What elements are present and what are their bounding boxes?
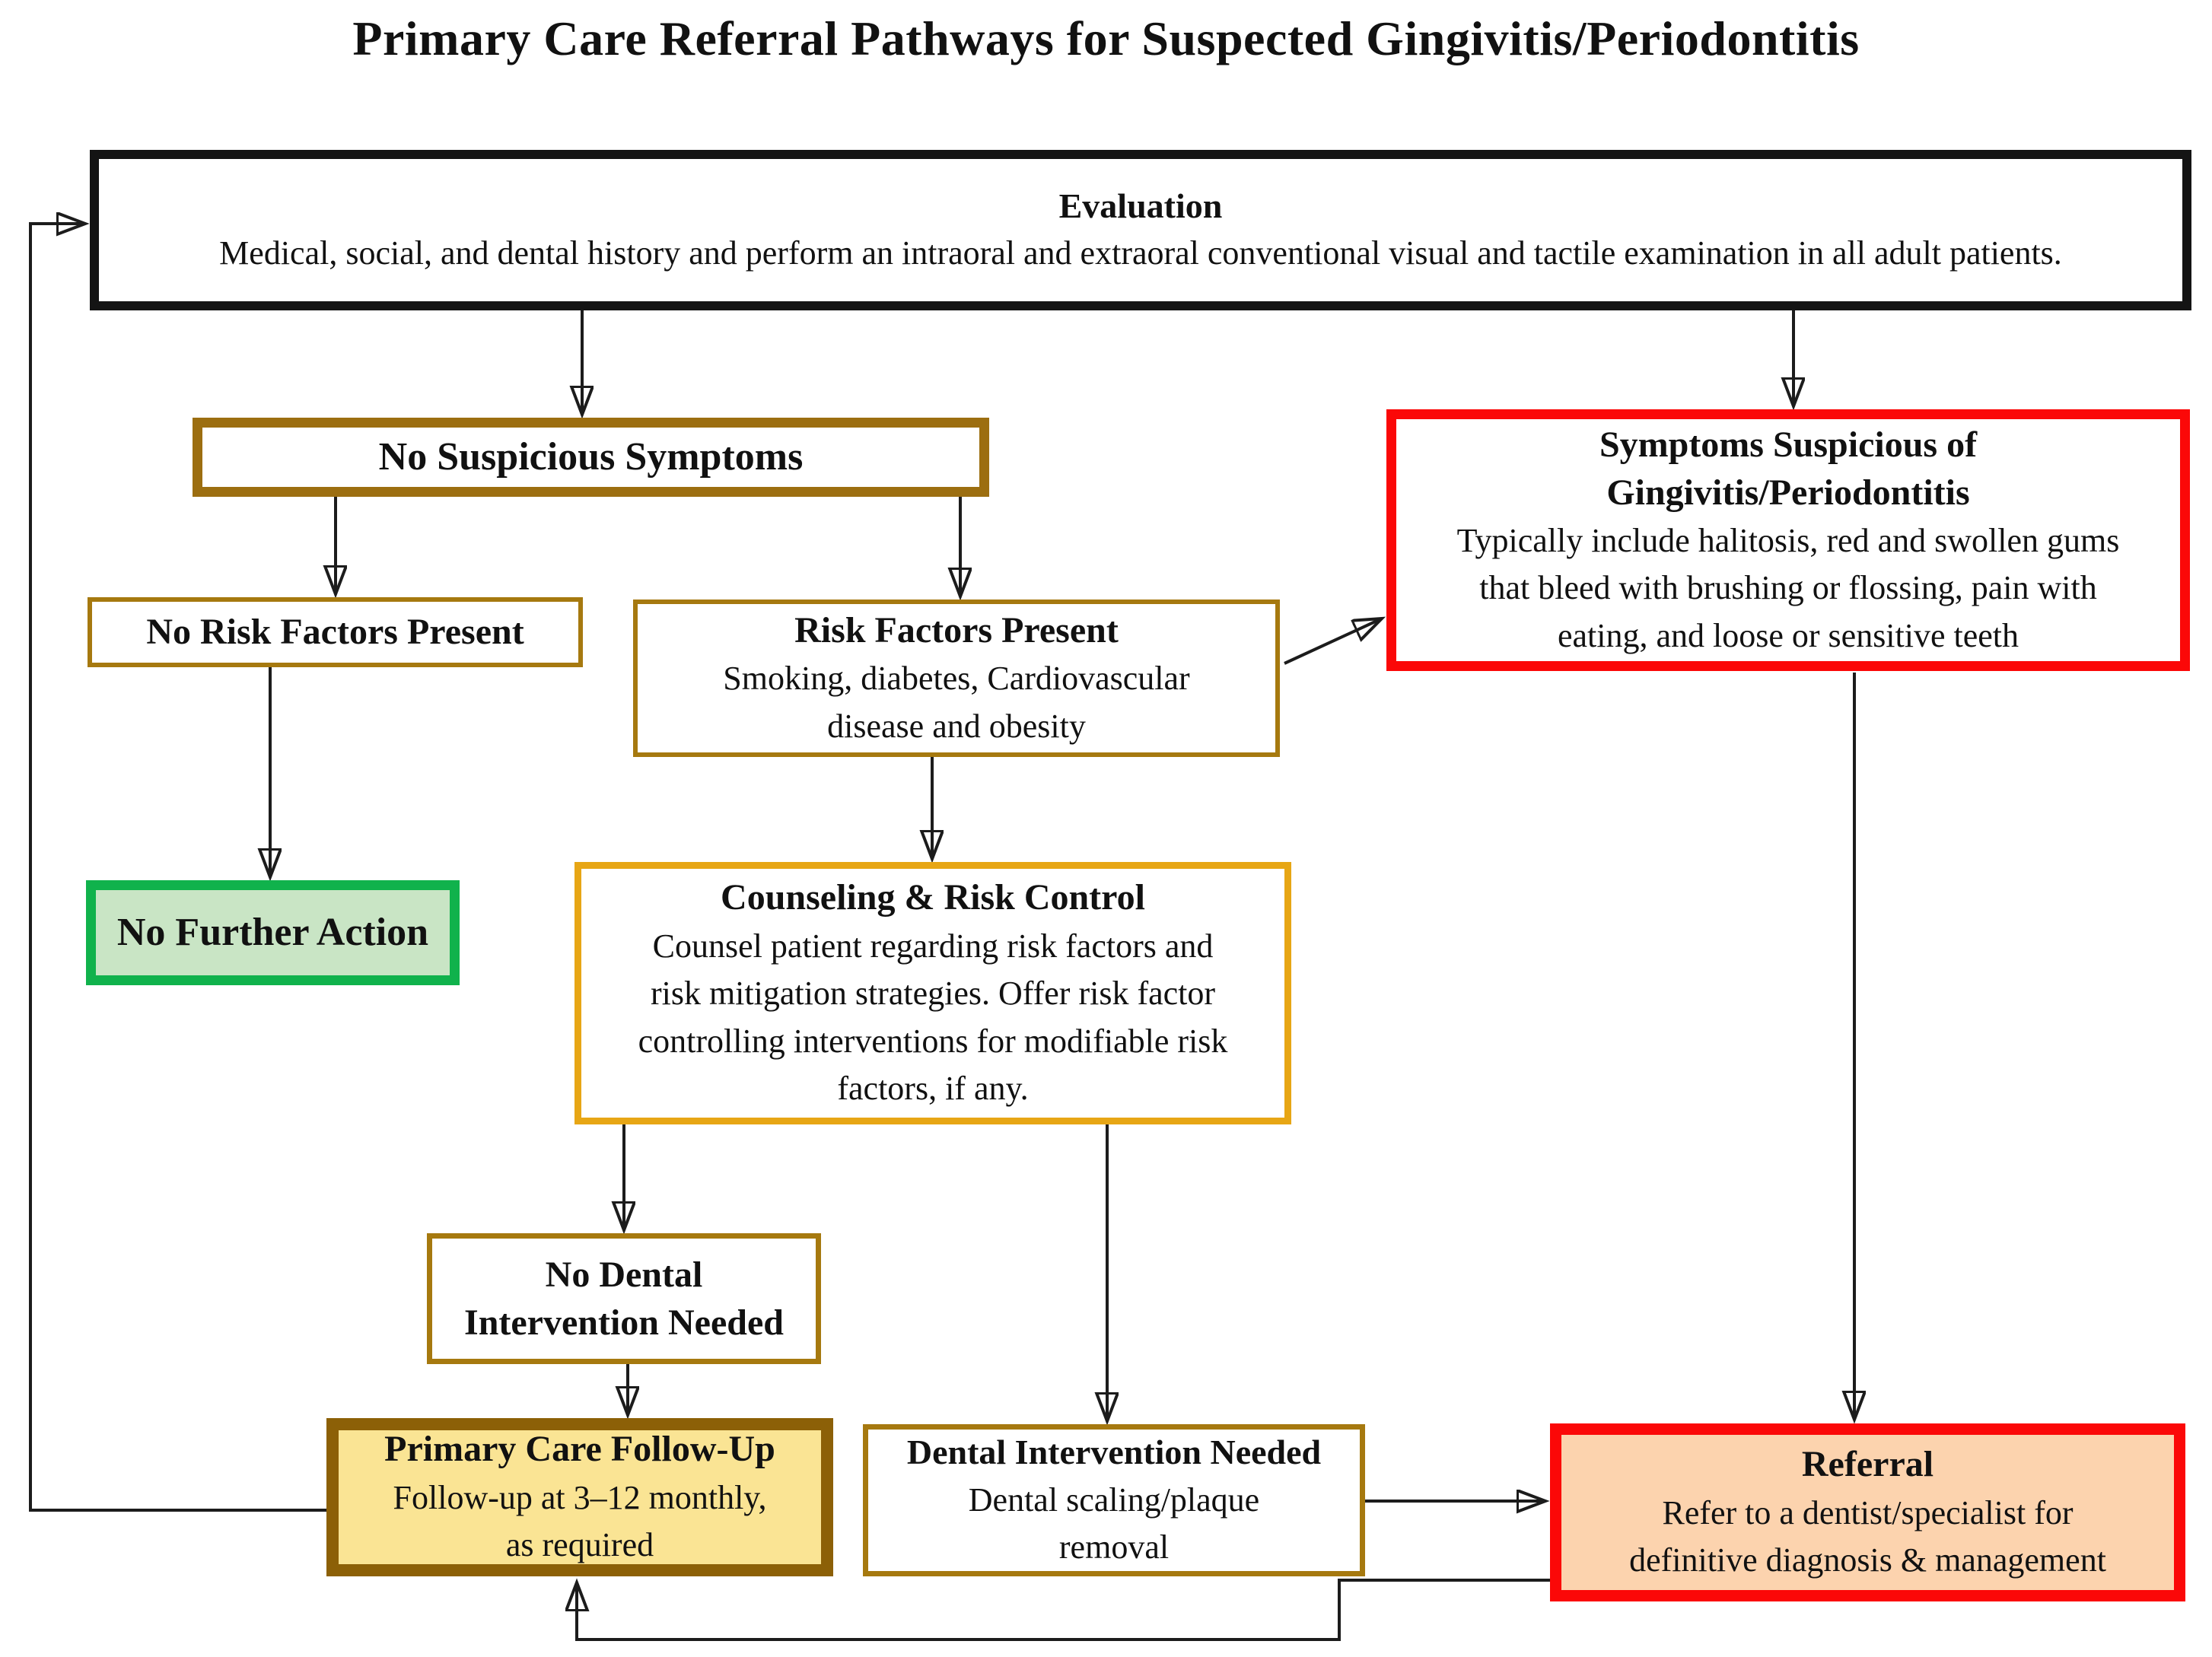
referral-body-line-2: definitive diagnosis & management [1629,1541,2106,1579]
node-risk-factors: Risk Factors Present Smoking, diabetes, … [633,600,1280,757]
referral-body-line-1: Refer to a dentist/specialist for [1662,1493,2074,1531]
primary-care-body-line-1: Follow-up at 3–12 monthly, [393,1478,767,1516]
counseling-body-line-3: controlling interventions for modifiable… [638,1022,1228,1060]
no-dental-title-line-2: Intervention Needed [464,1302,784,1343]
dental-intervention-title: Dental Intervention Needed [906,1433,1322,1472]
primary-care-title: Primary Care Follow-Up [384,1429,775,1470]
edge-primary-care-loop-to-evaluation [29,224,326,1512]
node-no-further-action: No Further Action [86,880,460,985]
node-no-suspicious-symptoms: No Suspicious Symptoms [193,418,989,497]
no-suspicious-symptoms-title: No Suspicious Symptoms [378,434,804,479]
node-symptoms-suspicious: Symptoms Suspicious of Gingivitis/Period… [1386,409,2190,671]
node-referral: Referral Refer to a dentist/specialist f… [1550,1423,2185,1601]
no-dental-title-line-1: No Dental [545,1254,703,1295]
evaluation-title: Evaluation [1058,186,1223,226]
edge-risk-factors-to-symptoms [1284,619,1382,665]
page-title: Primary Care Referral Pathways for Suspe… [352,11,1860,65]
node-no-dental-intervention: No Dental Intervention Needed [427,1233,821,1364]
primary-care-body-line-2: as required [505,1526,654,1564]
dental-intervention-body-line-1: Dental scaling/plaque [968,1480,1260,1519]
symptoms-body-line-2: that bleed with brushing or flossing, pa… [1479,569,2097,607]
evaluation-body: Medical, social, and dental history and … [219,234,2062,272]
referral-title: Referral [1801,1444,1934,1485]
node-dental-intervention: Dental Intervention Needed Dental scalin… [863,1424,1365,1576]
symptoms-body-line-3: eating, and loose or sensitive teeth [1557,616,2019,654]
node-no-risk-factors: No Risk Factors Present [88,597,583,667]
edge-referral-return-to-primary-care [577,1580,1552,1641]
no-further-action-title: No Further Action [116,910,429,954]
node-evaluation: Evaluation Medical, social, and dental h… [90,150,2191,310]
no-risk-factors-title: No Risk Factors Present [146,611,524,652]
dental-intervention-body-line-2: removal [1058,1528,1170,1566]
risk-factors-body-line-2: disease and obesity [827,707,1086,745]
counseling-body-line-1: Counsel patient regarding risk factors a… [652,927,1214,965]
risk-factors-body-line-1: Smoking, diabetes, Cardiovascular [723,660,1190,698]
node-primary-care-follow-up: Primary Care Follow-Up Follow-up at 3–12… [326,1418,833,1576]
counseling-body-line-4: factors, if any. [837,1070,1029,1108]
node-counseling-risk-control: Counseling & Risk Control Counsel patien… [574,862,1291,1124]
risk-factors-title: Risk Factors Present [794,609,1119,650]
counseling-body-line-2: risk mitigation strategies. Offer risk f… [650,975,1216,1013]
symptoms-body-line-1: Typically include halitosis, red and swo… [1456,521,2120,559]
counseling-title: Counseling & Risk Control [721,877,1145,918]
symptoms-title-line-2: Gingivitis/Periodontitis [1606,472,1970,514]
symptoms-title-line-1: Symptoms Suspicious of [1599,424,1978,465]
